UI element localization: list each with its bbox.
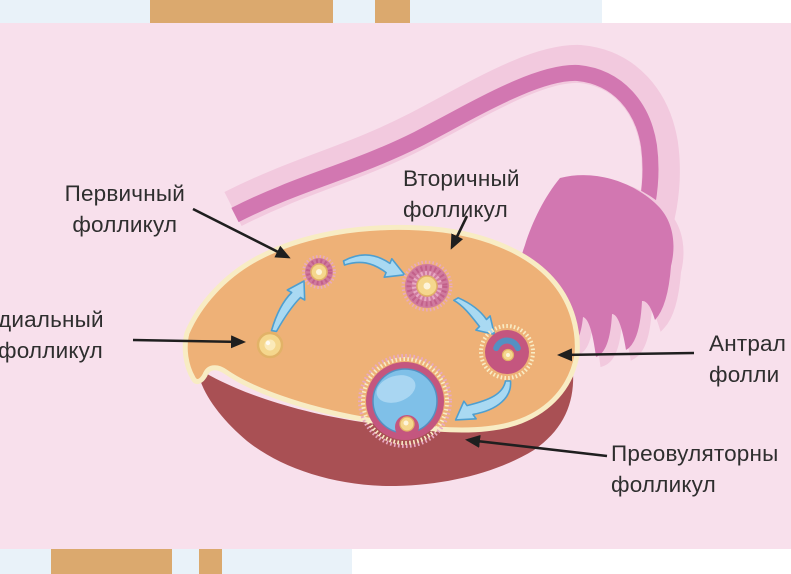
label-secondary-follicle: Вторичный фолликул xyxy=(403,163,520,225)
arrow-primordial-to-primary xyxy=(270,280,306,333)
label-line: фолликул xyxy=(0,338,103,363)
pointer-primordial xyxy=(132,335,246,349)
arrow-secondary-to-antral xyxy=(453,297,496,336)
fluid-highlight xyxy=(376,375,416,403)
pointer-antral xyxy=(557,348,695,362)
label-line: Первичный xyxy=(64,181,185,206)
pointer-secondary xyxy=(450,215,469,250)
arrow-antral-to-preovulatory xyxy=(454,380,512,421)
fallopian-tube xyxy=(224,44,684,368)
label-primary-follicle: Первичный фолликул xyxy=(65,178,185,240)
ovary-cut-base xyxy=(197,362,574,487)
label-line: диальный xyxy=(0,307,104,332)
preovulatory-follicle xyxy=(358,354,452,448)
pointer-preovulatory xyxy=(465,434,608,458)
label-line: фолли xyxy=(709,362,780,387)
stage-arrows xyxy=(270,254,512,421)
label-preovulatory-follicle: Преовуляторны фолликул xyxy=(611,438,779,500)
top-strip-tan-1 xyxy=(150,0,333,23)
primordial-follicle xyxy=(256,331,284,359)
antrum-fluid-crescent xyxy=(493,337,521,352)
label-line: Преовуляторны xyxy=(611,441,779,466)
label-primordial-follicle: диальный фолликул xyxy=(0,304,104,366)
antral-follicle xyxy=(479,324,535,380)
label-antral-follicle: Антрал фолли xyxy=(709,328,786,390)
label-line: Антрал xyxy=(709,331,787,356)
fimbriae-funnel xyxy=(516,175,674,357)
bottom-strip-white xyxy=(352,549,791,574)
bottom-strip-tan-2 xyxy=(199,549,222,574)
label-line: фолликул xyxy=(611,472,716,497)
ovary-surface xyxy=(182,224,580,433)
secondary-follicle xyxy=(401,260,453,312)
ovary xyxy=(182,224,580,487)
pointer-primary xyxy=(192,207,291,259)
label-arrows xyxy=(132,207,695,458)
label-line: фолликул xyxy=(72,212,178,237)
top-strip-tan-2 xyxy=(375,0,410,23)
label-line: фолликул xyxy=(403,197,508,222)
bottom-strip-tan-1 xyxy=(51,549,172,574)
top-strip-white xyxy=(602,0,791,23)
label-line: Вторичный xyxy=(403,166,520,191)
arrow-primary-to-secondary xyxy=(342,254,406,278)
primary-follicle xyxy=(302,255,336,289)
tube-inner-stripe xyxy=(231,64,659,256)
